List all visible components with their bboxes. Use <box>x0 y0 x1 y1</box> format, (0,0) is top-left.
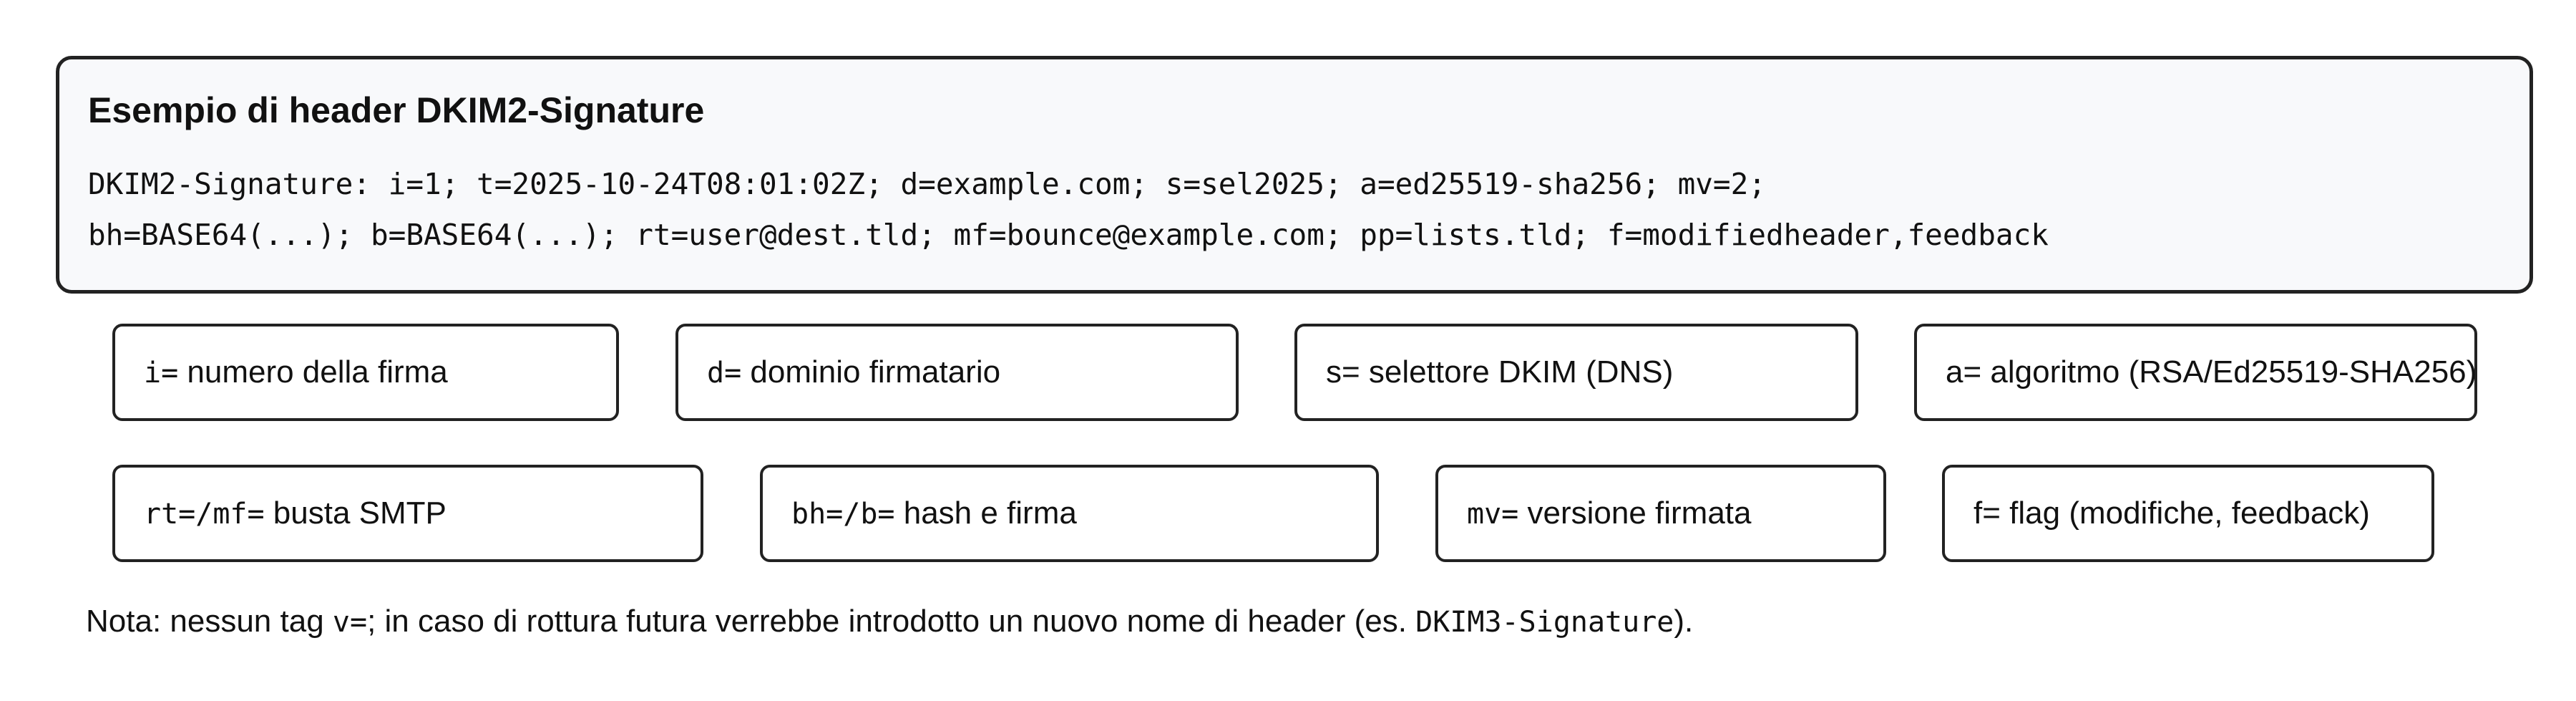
box-title: Esempio di header DKIM2-Signature <box>88 90 705 130</box>
tag-desc: flag (modifiche, feedback) <box>2000 495 2370 531</box>
tag-box-bh-b: bh=/b= hash e firma <box>760 465 1379 562</box>
header-example-box: Esempio di header DKIM2-Signature DKIM2-… <box>56 56 2533 294</box>
note-suffix: ). <box>1674 604 1694 639</box>
header-code-line-1: DKIM2-Signature: i=1; t=2025-10-24T08:01… <box>88 167 1766 201</box>
tag-desc: hash e firma <box>894 495 1077 531</box>
tag-key: d= <box>707 357 742 390</box>
tag-desc: dominio firmatario <box>741 354 1001 390</box>
tag-key: a= <box>1946 354 1982 390</box>
tag-box-s: s= selettore DKIM (DNS) <box>1294 324 1858 421</box>
tag-desc: algoritmo (RSA/Ed25519-SHA256) <box>1981 354 2477 390</box>
tag-box-a: a= algoritmo (RSA/Ed25519-SHA256) <box>1914 324 2477 421</box>
tag-box-rt-mf: rt=/mf= busta SMTP <box>112 465 703 562</box>
note-tag: v= <box>332 606 368 639</box>
note-middle: ; in caso di rottura futura verrebbe int… <box>367 604 1416 639</box>
tag-key: i= <box>144 357 179 390</box>
tag-desc: versione firmata <box>1518 495 1752 531</box>
note-prefix: Nota: nessun tag <box>86 604 333 639</box>
tag-key: s= <box>1326 354 1360 390</box>
footnote: Nota: nessun tag v=; in caso di rottura … <box>86 604 1693 639</box>
tag-desc: busta SMTP <box>264 495 447 531</box>
note-header-name: DKIM3-Signature <box>1415 606 1674 639</box>
tag-key: f= <box>1974 495 2001 531</box>
tag-desc: numero della firma <box>178 354 448 390</box>
tag-key: mv= <box>1467 498 1519 531</box>
tag-box-mv: mv= versione firmata <box>1435 465 1886 562</box>
header-code-line-2: bh=BASE64(...); b=BASE64(...); rt=user@d… <box>88 218 2049 252</box>
tag-box-d: d= dominio firmatario <box>675 324 1239 421</box>
tag-key: bh=/b= <box>791 498 895 531</box>
tag-key: rt=/mf= <box>144 498 265 531</box>
tag-box-i: i= numero della firma <box>112 324 619 421</box>
tag-desc: selettore DKIM (DNS) <box>1360 354 1674 390</box>
tag-box-f: f= flag (modifiche, feedback) <box>1942 465 2434 562</box>
